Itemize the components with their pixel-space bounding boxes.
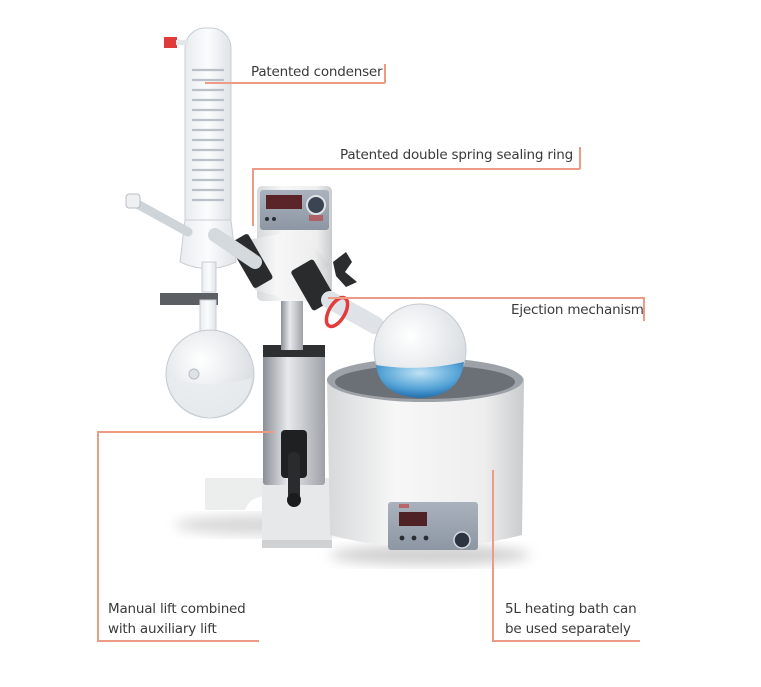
sealing-ring-callout-tick [579,147,581,169]
sealing-ring-callout-drop [252,168,254,226]
lift-callout-line-top [97,431,275,433]
evaporating-flask [321,291,467,398]
condenser-callout-tick [384,64,386,83]
heating-bath [327,358,524,550]
bath-callout-line-bottom [492,640,640,642]
motor-housing [229,186,357,311]
ejection-label: Ejection mechanism [511,302,644,318]
digital-display [266,195,302,209]
lift-column [263,300,325,507]
release-knob [333,252,357,287]
ejection-callout-line [328,297,644,299]
receiving-flask [160,293,255,419]
bath-label-line2: be used separately [505,621,631,637]
sealing-ring-callout-line [252,168,580,170]
bath-callout-line-left [492,470,494,640]
bath-label: 5L heating bath can be used separately [505,599,655,639]
ejection-callout-tick [643,297,645,321]
condenser-label: Patented condenser [251,64,383,80]
bath-label-line1: 5L heating bath can [505,601,637,617]
lift-label-line1: Manual lift combined [108,601,246,617]
base-plate [205,478,332,548]
speed-knob [306,195,326,215]
lift-handle [288,452,300,500]
bath-shadow [330,545,530,565]
condenser-coil [192,68,224,202]
lift-callout-line-bottom [97,640,259,642]
bath-display [399,512,427,526]
lift-callout-line-left [97,431,99,641]
vapor-duct [208,228,262,269]
condenser-callout-line [205,82,385,84]
condenser [125,27,262,293]
condenser-inlet-cap [164,37,177,48]
bath-knob [453,531,471,549]
sealing-ring-label: Patented double spring sealing ring [340,147,574,163]
lift-label: Manual lift combined with auxiliary lift [108,599,268,639]
lift-label-line2: with auxiliary lift [108,621,217,637]
